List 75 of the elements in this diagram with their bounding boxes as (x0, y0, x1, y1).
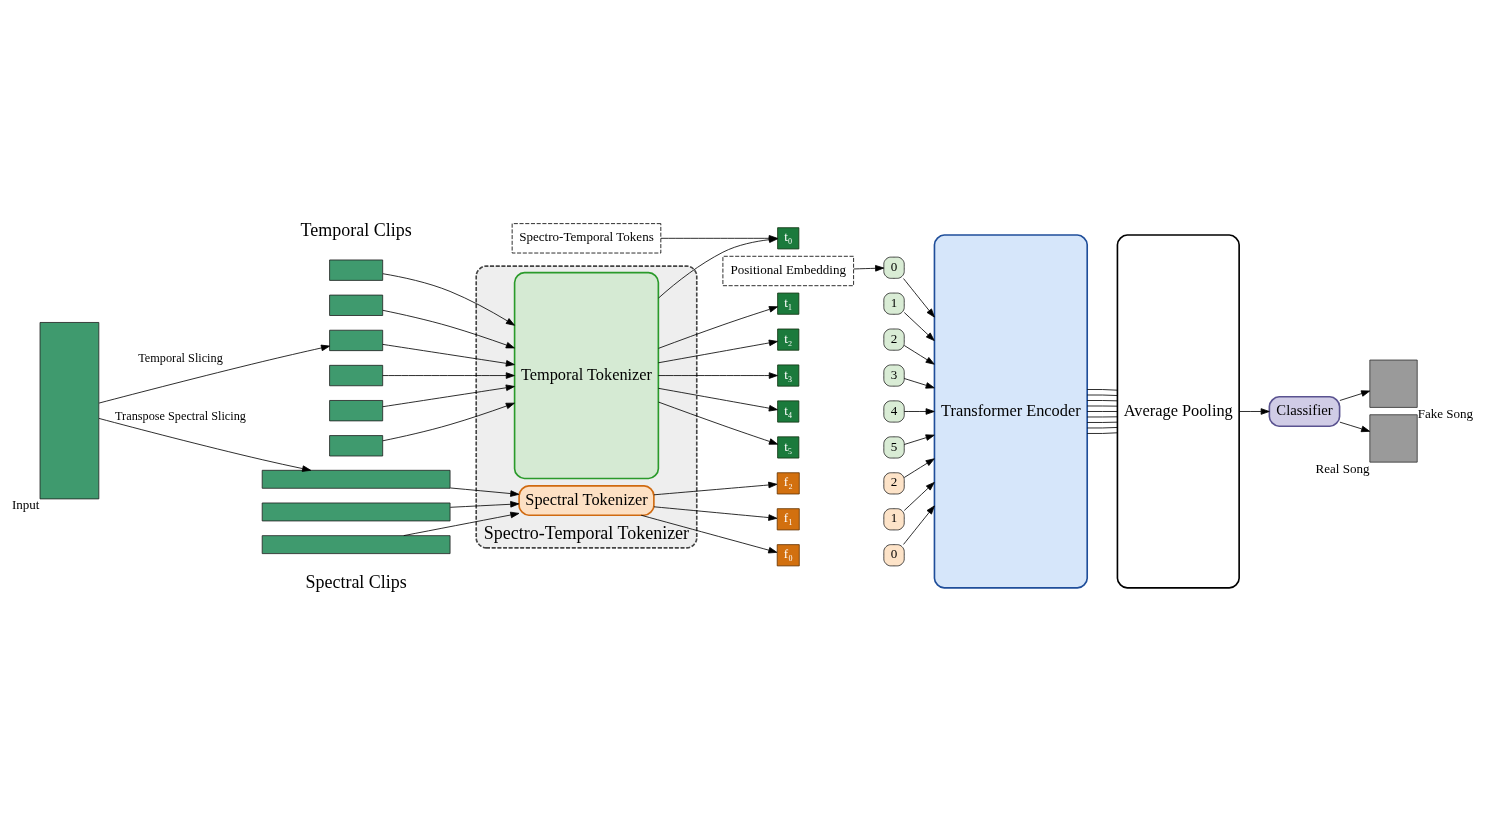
node-box (329, 329, 384, 352)
arrow (853, 265, 885, 272)
arrow (1339, 421, 1371, 433)
node-box (261, 502, 451, 522)
arrow (449, 501, 520, 508)
node-label: Input (11, 497, 40, 513)
edge-label: Temporal Slicing (138, 350, 223, 365)
node-box (329, 364, 384, 387)
arrow (1339, 390, 1371, 401)
node-box: Classifier (1268, 395, 1341, 427)
arrow (903, 482, 935, 511)
arrow (903, 378, 935, 389)
arrow (903, 408, 935, 415)
node-box (1369, 359, 1418, 408)
arrow (382, 402, 515, 442)
arrow (903, 434, 935, 445)
node-label: Fake Song (1417, 405, 1474, 421)
node-box: f₁ (776, 508, 800, 531)
arrow (903, 505, 935, 545)
arrow (658, 387, 778, 412)
arrow (653, 481, 778, 496)
connector (1086, 394, 1118, 396)
node-box: t₂ (777, 328, 800, 351)
arrow (658, 401, 778, 445)
connector (1086, 405, 1118, 407)
connector (1086, 421, 1118, 423)
arrow (382, 273, 515, 326)
arrow (382, 372, 515, 379)
label: Temporal Clips (300, 219, 412, 240)
connector (1086, 400, 1118, 402)
label: Spectral Clips (305, 571, 407, 592)
node-box: f₂ (776, 472, 800, 495)
node-box (39, 322, 100, 500)
connector (1086, 389, 1118, 391)
node-box (329, 400, 384, 422)
node-box: t₀ (777, 227, 800, 250)
arrow (382, 343, 515, 367)
node-box (261, 535, 451, 555)
node-box: t₃ (777, 364, 800, 387)
node-box (261, 469, 451, 489)
edge-label: Transpose Spectral Slicing (115, 408, 246, 423)
node-box: Spectro-Temporal Tokens (511, 223, 662, 254)
arrow (658, 372, 778, 379)
node-box: t₄ (777, 400, 800, 423)
arrow (658, 339, 778, 364)
node-box: t₁ (777, 292, 800, 315)
arrow (382, 309, 515, 349)
connector (1086, 411, 1118, 412)
node-box (329, 294, 384, 316)
arrow (903, 278, 935, 318)
node-box: Positional Embedding (722, 255, 854, 287)
node-box: Transformer Encoder (933, 234, 1089, 589)
arrow (903, 312, 935, 341)
connector (1086, 427, 1118, 429)
node-label: Real Song (1315, 460, 1370, 476)
arrow (382, 384, 515, 408)
arrow (98, 418, 312, 472)
connector (1086, 416, 1118, 418)
arrow (98, 344, 330, 404)
node-box: f₀ (776, 544, 800, 567)
arrow (903, 458, 935, 478)
arrow (658, 306, 778, 349)
arrow (1238, 408, 1270, 415)
arrow (653, 506, 778, 521)
node-box (329, 435, 384, 457)
connector (1086, 432, 1118, 434)
arrow (449, 487, 520, 497)
node-box: t₅ (777, 436, 800, 459)
node-box: Average Pooling (1116, 234, 1240, 589)
arrow (640, 514, 778, 554)
node-box (329, 259, 384, 281)
node-box: Temporal Tokenizer (513, 271, 660, 480)
arrow (903, 345, 935, 365)
node-box: Spectral Tokenizer (518, 485, 655, 517)
node-box (1369, 414, 1418, 463)
